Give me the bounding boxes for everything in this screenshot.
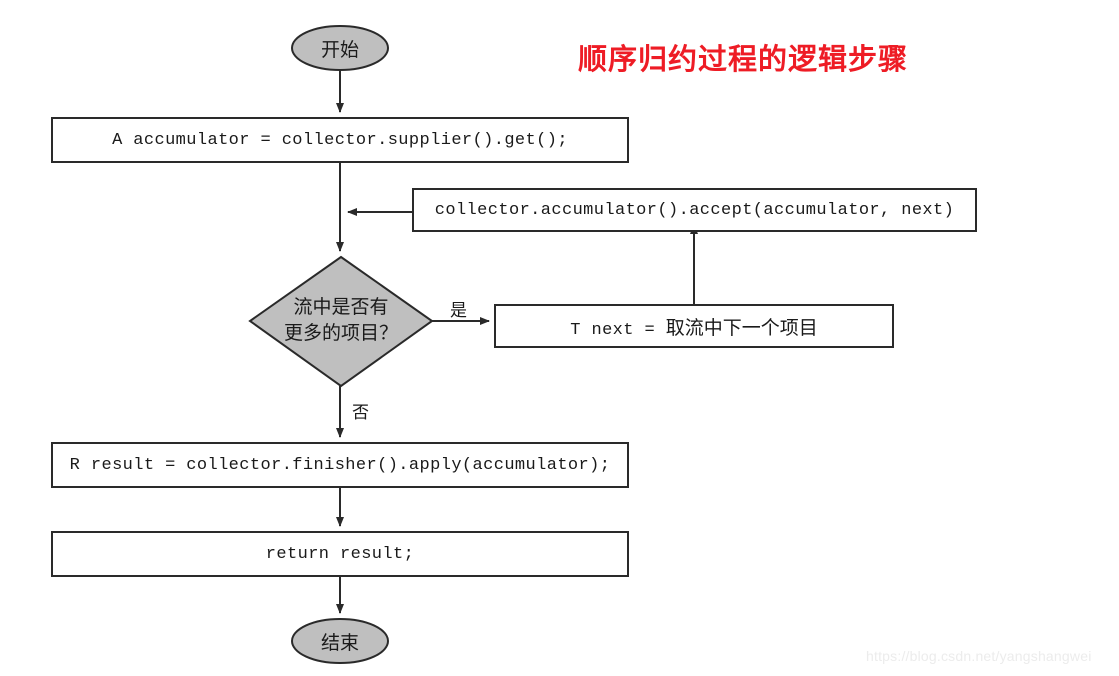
- node-start[interactable]: [291, 25, 389, 71]
- node-return[interactable]: [51, 531, 629, 577]
- node-accumulate[interactable]: [412, 188, 977, 232]
- watermark: https://blog.csdn.net/yangshangwei: [866, 648, 1092, 664]
- node-next-item[interactable]: [494, 304, 894, 348]
- edge-label-yes: 是: [450, 301, 467, 320]
- page-title: 顺序归约过程的逻辑步骤: [578, 44, 909, 76]
- node-end[interactable]: [291, 618, 389, 664]
- node-decision[interactable]: [248, 255, 434, 388]
- node-finisher[interactable]: [51, 442, 629, 488]
- edge-label-no: 否: [352, 403, 369, 422]
- node-supplier[interactable]: [51, 117, 629, 163]
